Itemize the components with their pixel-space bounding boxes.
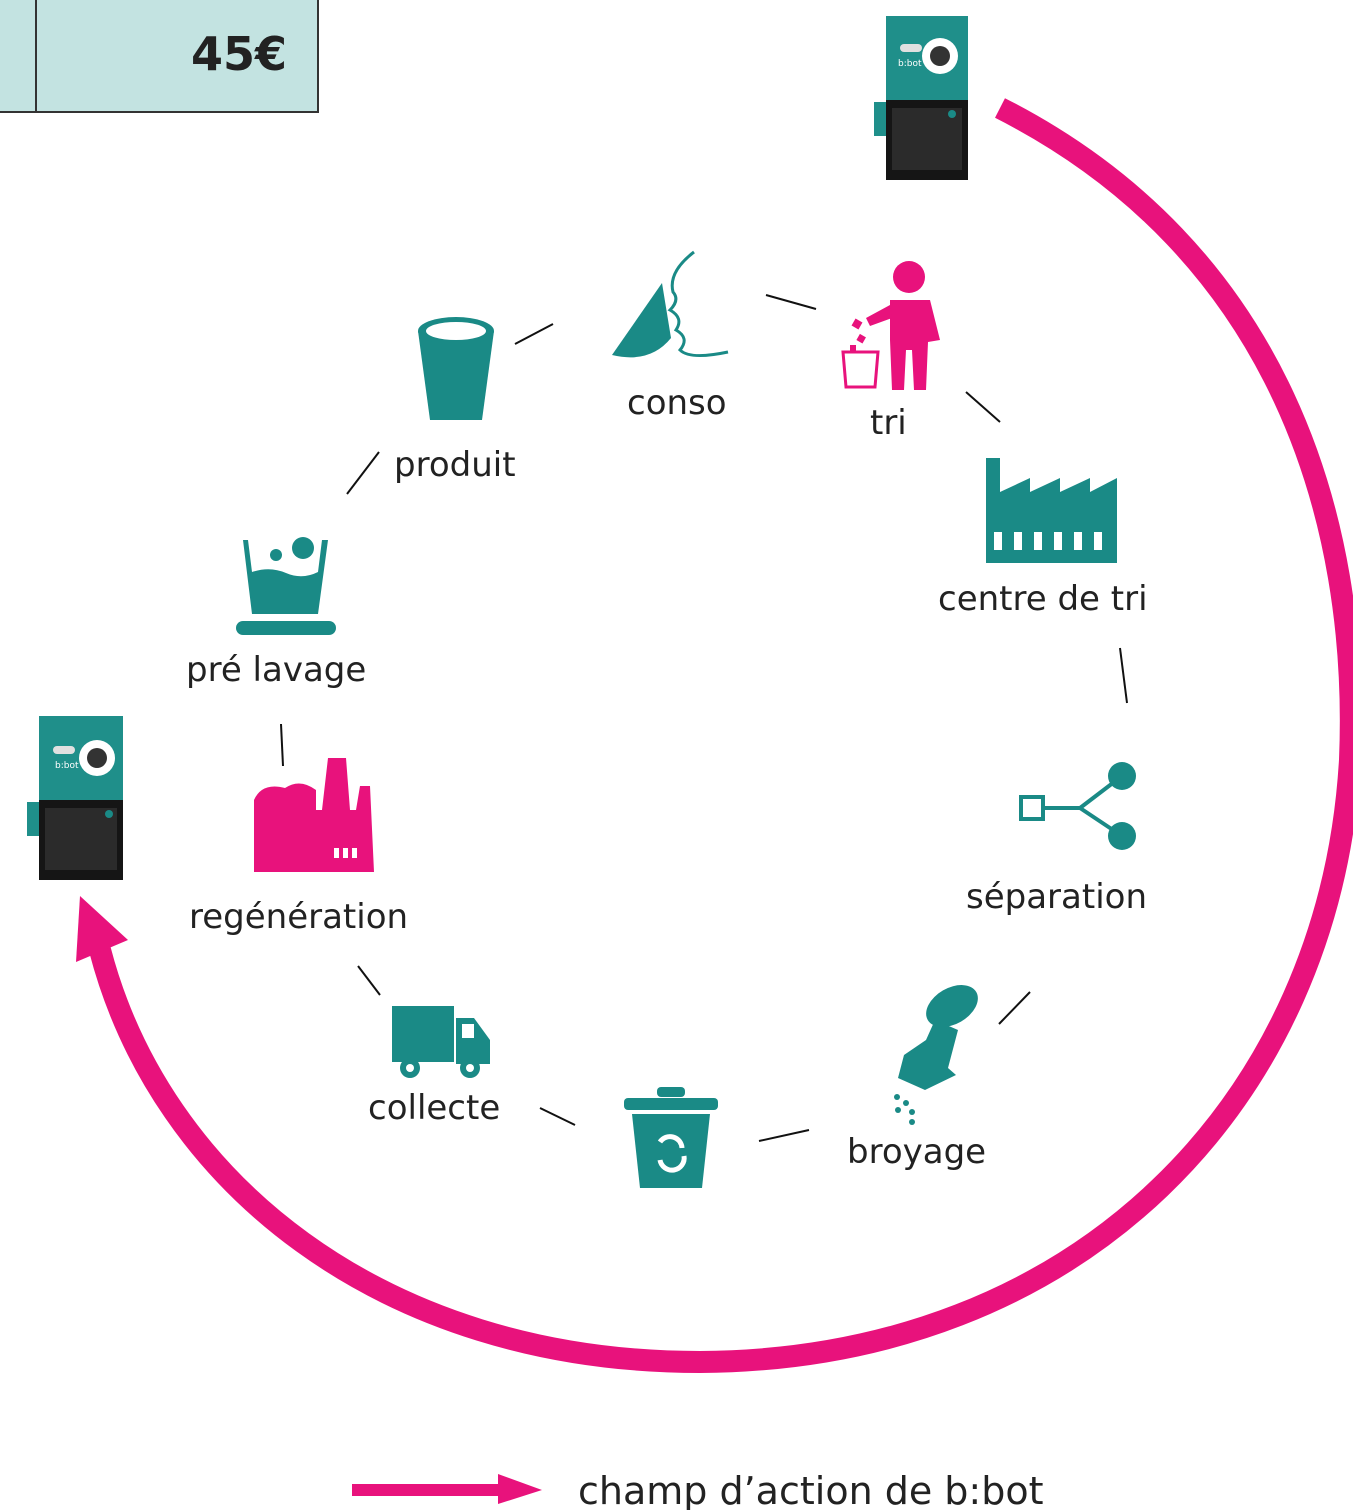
bbot-machine-brand: b:bot — [898, 59, 922, 69]
regeneration-plant-icon — [254, 758, 374, 872]
separation-nodes-icon — [1019, 762, 1136, 850]
step-label-conso: conso — [627, 383, 727, 423]
step-label-separation: séparation — [966, 877, 1147, 917]
cycle-connectors — [280, 294, 1128, 1142]
step-label-pre-lavage: pré lavage — [186, 650, 366, 690]
step-label-centre-de-tri: centre de tri — [938, 579, 1148, 619]
step-label-broyage: broyage — [847, 1132, 986, 1172]
truck-icon — [392, 1006, 490, 1078]
bbot-machine-icon: b:bot — [27, 716, 123, 880]
recycle-bin-icon — [624, 1087, 718, 1188]
cup-icon — [418, 317, 494, 420]
arc-arrowhead — [76, 896, 128, 962]
wash-basin-icon — [236, 537, 336, 635]
price-value: 45€ — [191, 27, 287, 81]
step-label-produit: produit — [394, 445, 516, 485]
pink-arrow-icon — [352, 1474, 542, 1504]
bbot-machine-brand: b:bot — [55, 761, 79, 771]
price-box: 45€ — [0, 0, 319, 113]
step-label-tri: tri — [870, 403, 907, 443]
grinder-icon — [894, 985, 978, 1125]
bbot-machine-icon: b:bot — [874, 16, 968, 180]
step-label-regeneration: regénération — [189, 897, 408, 937]
mouth-drinking-icon — [612, 250, 729, 358]
factory-icon — [986, 458, 1117, 563]
person-trash-icon — [841, 261, 940, 390]
legend-label: champ d’action de b:bot — [578, 1469, 1044, 1510]
legend: champ d’action de b:bot — [352, 1469, 1044, 1510]
step-label-collecte: collecte — [368, 1088, 500, 1128]
bbot-action-arc — [76, 98, 1353, 1374]
